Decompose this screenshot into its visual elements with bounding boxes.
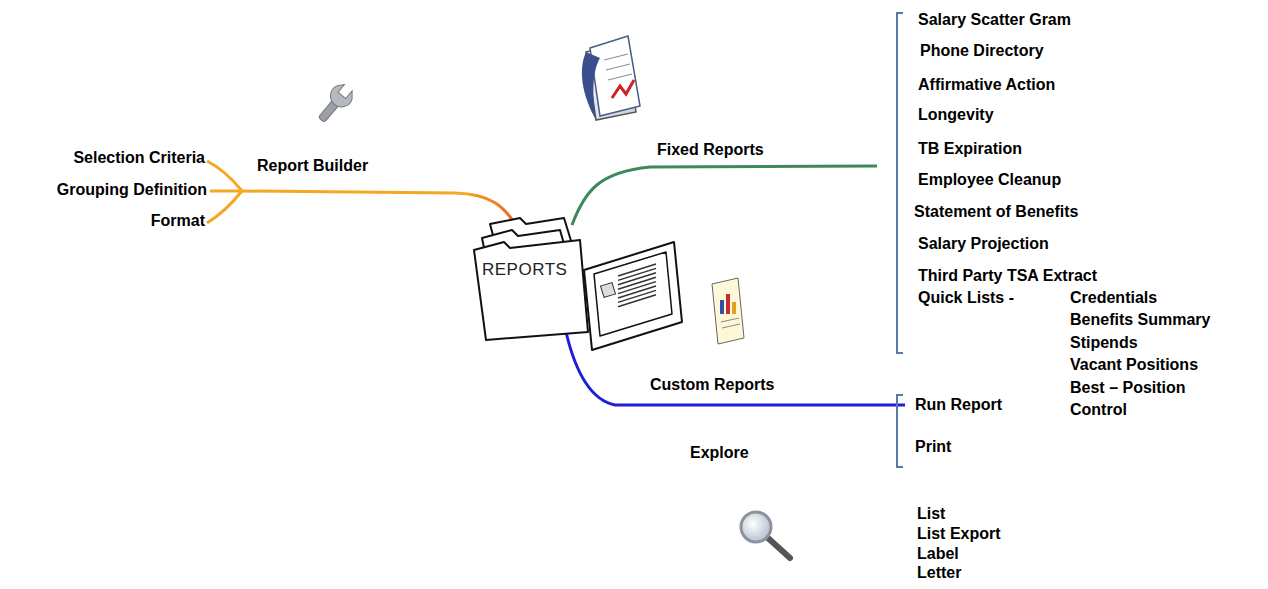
quick-list-item: Benefits Summary xyxy=(1070,310,1211,330)
report-icon xyxy=(582,36,640,120)
report-item: Quick Lists - xyxy=(918,288,1014,308)
bracket xyxy=(897,395,903,467)
criteria-item: Selection Criteria xyxy=(73,148,205,168)
custom-item: Run Report xyxy=(915,395,1002,415)
branch-label: Report Builder xyxy=(257,156,368,176)
report-item: Employee Cleanup xyxy=(918,170,1061,190)
branch-label: Custom Reports xyxy=(650,375,774,395)
fixed-branch xyxy=(572,166,877,225)
explore-item: List Export xyxy=(917,524,1001,544)
bracket xyxy=(897,13,903,353)
branch-label: Fixed Reports xyxy=(657,140,764,160)
report-item: Affirmative Action xyxy=(918,75,1055,95)
report-item: TB Expiration xyxy=(918,139,1022,159)
quick-list-item: Stipends xyxy=(1070,333,1138,353)
criteria-item: Format xyxy=(151,211,205,231)
custom-item: Print xyxy=(915,437,951,457)
wrench-icon xyxy=(313,81,357,127)
report-item: Statement of Benefits xyxy=(914,202,1078,222)
report-item: Longevity xyxy=(918,105,994,125)
chart-icon xyxy=(712,278,744,344)
criteria-item: Grouping Definition xyxy=(57,180,207,200)
node-title: REPORTS xyxy=(482,260,567,280)
explore-item: List xyxy=(917,504,945,524)
report-item: Phone Directory xyxy=(920,41,1044,61)
quick-list-item: Credentials xyxy=(1070,288,1157,308)
explore-item: Label xyxy=(917,544,959,564)
report-item: Third Party TSA Extract xyxy=(918,266,1097,286)
report-item: Salary Projection xyxy=(918,234,1049,254)
report-item: Salary Scatter Gram xyxy=(918,10,1071,30)
branch-label: Explore xyxy=(690,443,749,463)
quick-list-item: Best – Position Control xyxy=(1070,377,1202,421)
folder-illustration xyxy=(468,214,688,354)
magnifier-icon xyxy=(741,512,790,558)
quick-list-item: Vacant Positions xyxy=(1070,355,1198,375)
explore-item: Letter xyxy=(917,563,961,583)
folder-node: REPORTS xyxy=(468,214,688,354)
